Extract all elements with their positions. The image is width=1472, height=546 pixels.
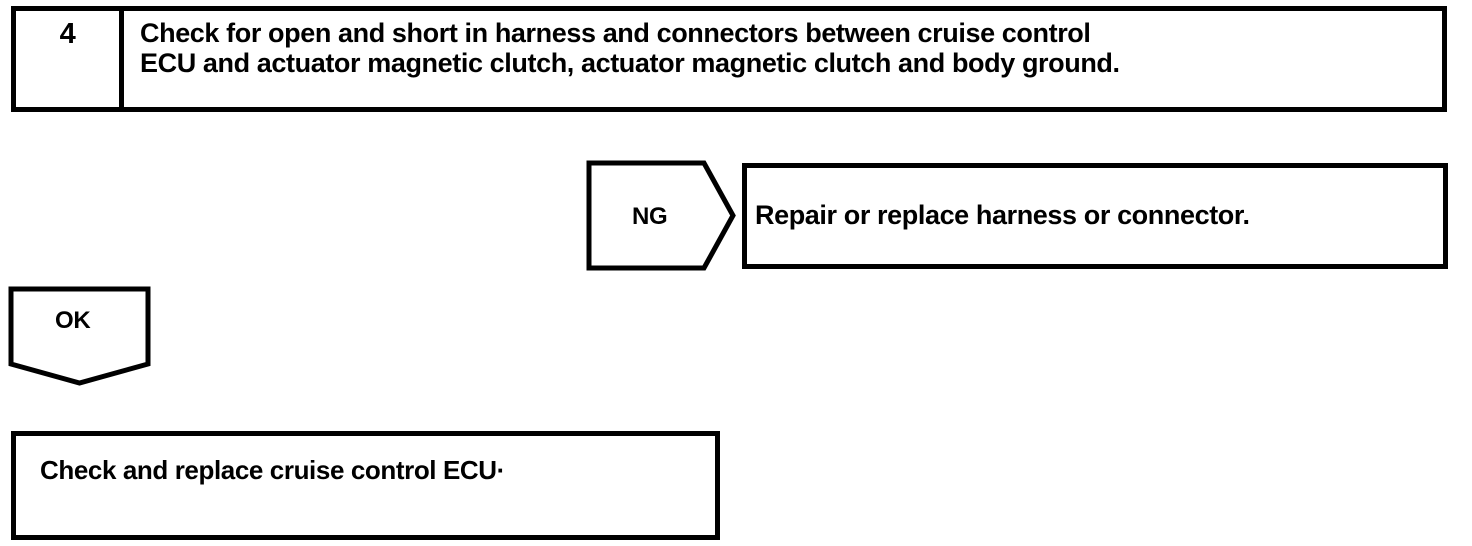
step-instruction-cell: Check for open and short in harness and … <box>140 11 1440 107</box>
ok-branch-arrow: OK <box>8 286 151 386</box>
ng-result-box: Repair or replace harness or connector. <box>742 163 1448 269</box>
ng-branch-label: NG <box>632 203 668 230</box>
ok-result-box: Check and replace cruise control ECU· <box>11 431 720 540</box>
ok-pentagon-path <box>8 286 151 386</box>
ng-branch-arrow: NG <box>586 160 736 271</box>
ok-arrow-shape <box>8 286 151 386</box>
ok-branch-label: OK <box>55 307 91 334</box>
step-instruction-line-1: Check for open and short in harness and … <box>140 18 1091 48</box>
ng-pentagon-path <box>586 160 736 271</box>
step-number-cell: 4 <box>16 11 119 107</box>
step-box: 4 Check for open and short in harness an… <box>11 6 1447 112</box>
ng-result-text: Repair or replace harness or connector. <box>755 200 1250 230</box>
ok-result-text: Check and replace cruise control ECU· <box>40 455 505 485</box>
step-number: 4 <box>59 18 76 50</box>
step-cell-divider <box>119 11 124 107</box>
ng-arrow-shape <box>586 160 736 271</box>
step-instruction-line-2: ECU and actuator magnetic clutch, actuat… <box>140 48 1120 78</box>
